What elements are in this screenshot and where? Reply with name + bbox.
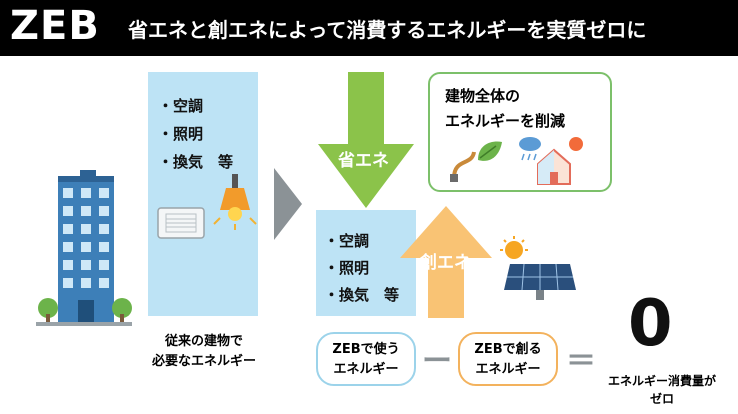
energy-creation-label: 創エネ bbox=[420, 253, 471, 273]
chevron-right-icon bbox=[274, 168, 302, 240]
solar-panel-icon bbox=[500, 236, 576, 300]
minus-sign: ー bbox=[422, 344, 452, 379]
zeb-logo-text: ZEB bbox=[10, 3, 100, 49]
list-item: ・空調 bbox=[324, 232, 370, 250]
eco-plug-leaf-icon bbox=[450, 141, 502, 182]
equals-sign: ＝ bbox=[566, 344, 596, 379]
zeb-equipment-list: ・空調 ・照明 ・換気 等 bbox=[324, 228, 399, 309]
result-caption: エネルギー消費量が ゼロ bbox=[607, 374, 716, 406]
energy-saving-arrow bbox=[318, 72, 414, 208]
conventional-caption: 従来の建物で 必要なエネルギー bbox=[151, 334, 256, 369]
office-building-icon bbox=[36, 170, 132, 326]
list-item: ・照明 bbox=[324, 259, 370, 277]
energy-saving-label: 省エネ bbox=[338, 151, 389, 171]
zeb-created-energy-box: ZEBで創る エネルギー bbox=[458, 332, 558, 386]
list-item: ・換気 等 bbox=[324, 286, 400, 304]
house-climate-icon bbox=[519, 137, 583, 185]
zeb-energy-panel bbox=[316, 210, 416, 316]
header-bar bbox=[0, 0, 738, 56]
list-item: ・換気 等 bbox=[158, 153, 234, 171]
goal-box bbox=[428, 72, 612, 192]
list-item: ・照明 bbox=[158, 125, 204, 143]
page-title: 省エネと創エネによって消費するエネルギーを実質ゼロに bbox=[128, 18, 647, 42]
list-item: ・空調 bbox=[158, 97, 204, 115]
result-zero: 0 bbox=[628, 287, 673, 361]
air-conditioner-icon bbox=[157, 207, 205, 239]
energy-creation-arrow bbox=[400, 206, 492, 318]
ceiling-lamp-icon bbox=[213, 174, 257, 230]
zeb-used-energy-box: ZEBで使う エネルギー bbox=[316, 332, 416, 386]
conventional-equipment-list: ・空調 ・照明 ・換気 等 bbox=[158, 92, 233, 176]
goal-text: 建物全体の エネルギーを削減 bbox=[445, 87, 566, 130]
